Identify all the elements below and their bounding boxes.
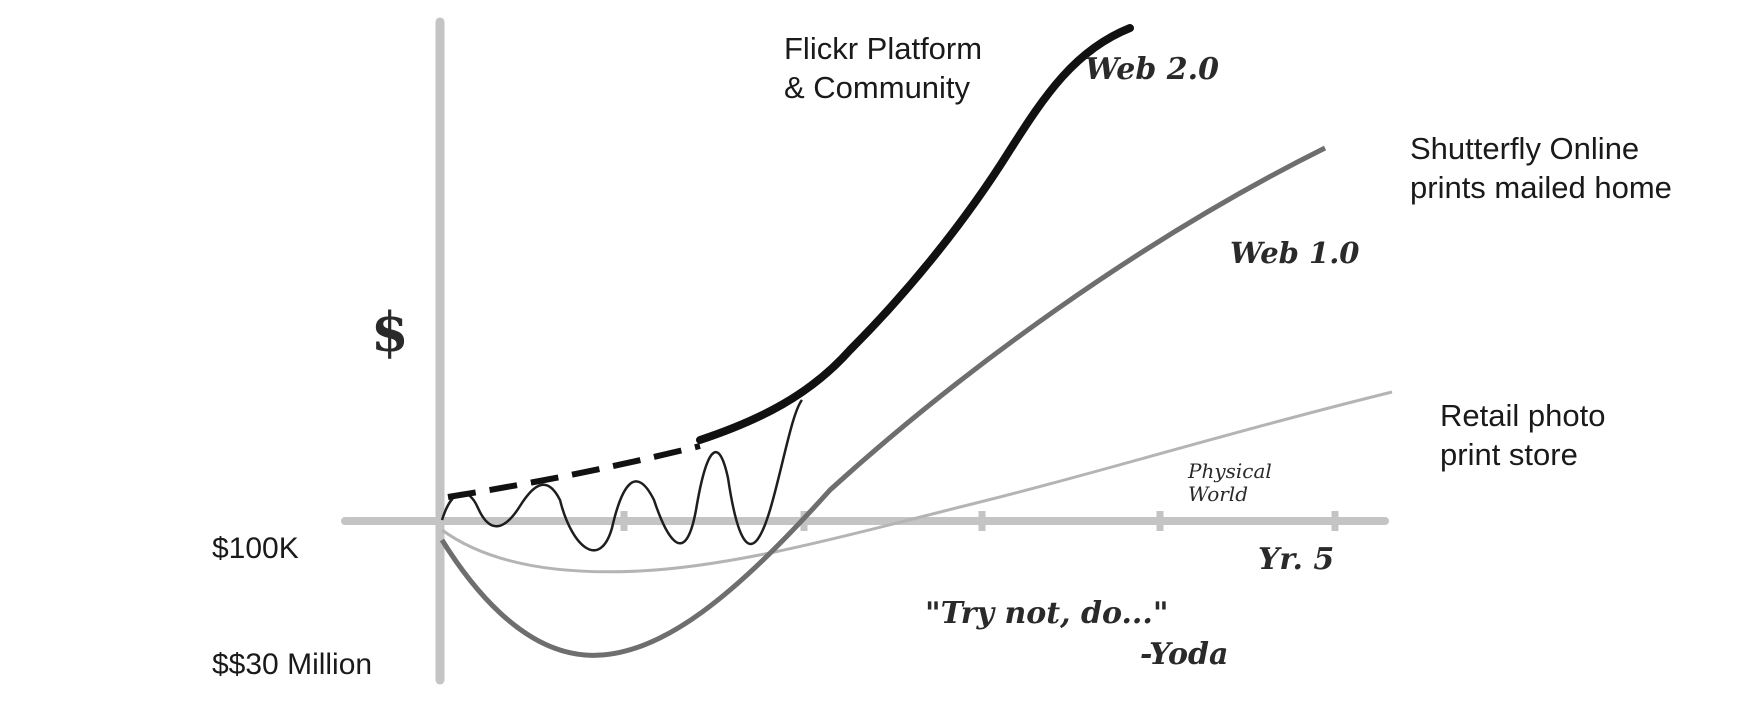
retail-label-line2: print store — [1440, 436, 1578, 472]
yr5-label: Yr. 5 — [1258, 542, 1335, 577]
physical-world-line2: World — [1188, 482, 1248, 506]
shutterfly-label: Shutterfly Online prints mailed home — [1410, 130, 1672, 208]
yoda-quote: "Try not, do..." — [925, 596, 1169, 631]
retail-label: Retail photo print store — [1440, 397, 1605, 475]
hundredk-label: $100K — [212, 532, 299, 565]
iteration-squiggle — [440, 399, 804, 552]
thirty-million-label: $$30 Million — [212, 648, 373, 681]
web10-label: Web 1.0 — [1230, 236, 1360, 270]
retail-label-line1: Retail photo — [1440, 398, 1606, 433]
dollar-axis-label: $ — [371, 300, 409, 364]
flickr-label-line2: & Community — [784, 69, 971, 105]
web10-curve — [439, 145, 1327, 658]
shutterfly-label-line1: Shutterfly Online — [1410, 131, 1640, 166]
flickr-label-line1: Flickr Platform — [784, 31, 983, 66]
physical-world-curve — [441, 390, 1393, 574]
web20-label: Web 2.0 — [1085, 52, 1219, 87]
flickr-label: Flickr Platform & Community — [784, 30, 982, 108]
shutterfly-label-line2: prints mailed home — [1410, 169, 1672, 205]
web20-curve — [696, 24, 1134, 444]
iteration-trend-dashed — [447, 443, 701, 500]
physical-world-label: Physical World — [1188, 460, 1272, 506]
yoda-signature: -Yoda — [1140, 637, 1229, 672]
physical-world-line1: Physical — [1188, 459, 1272, 483]
